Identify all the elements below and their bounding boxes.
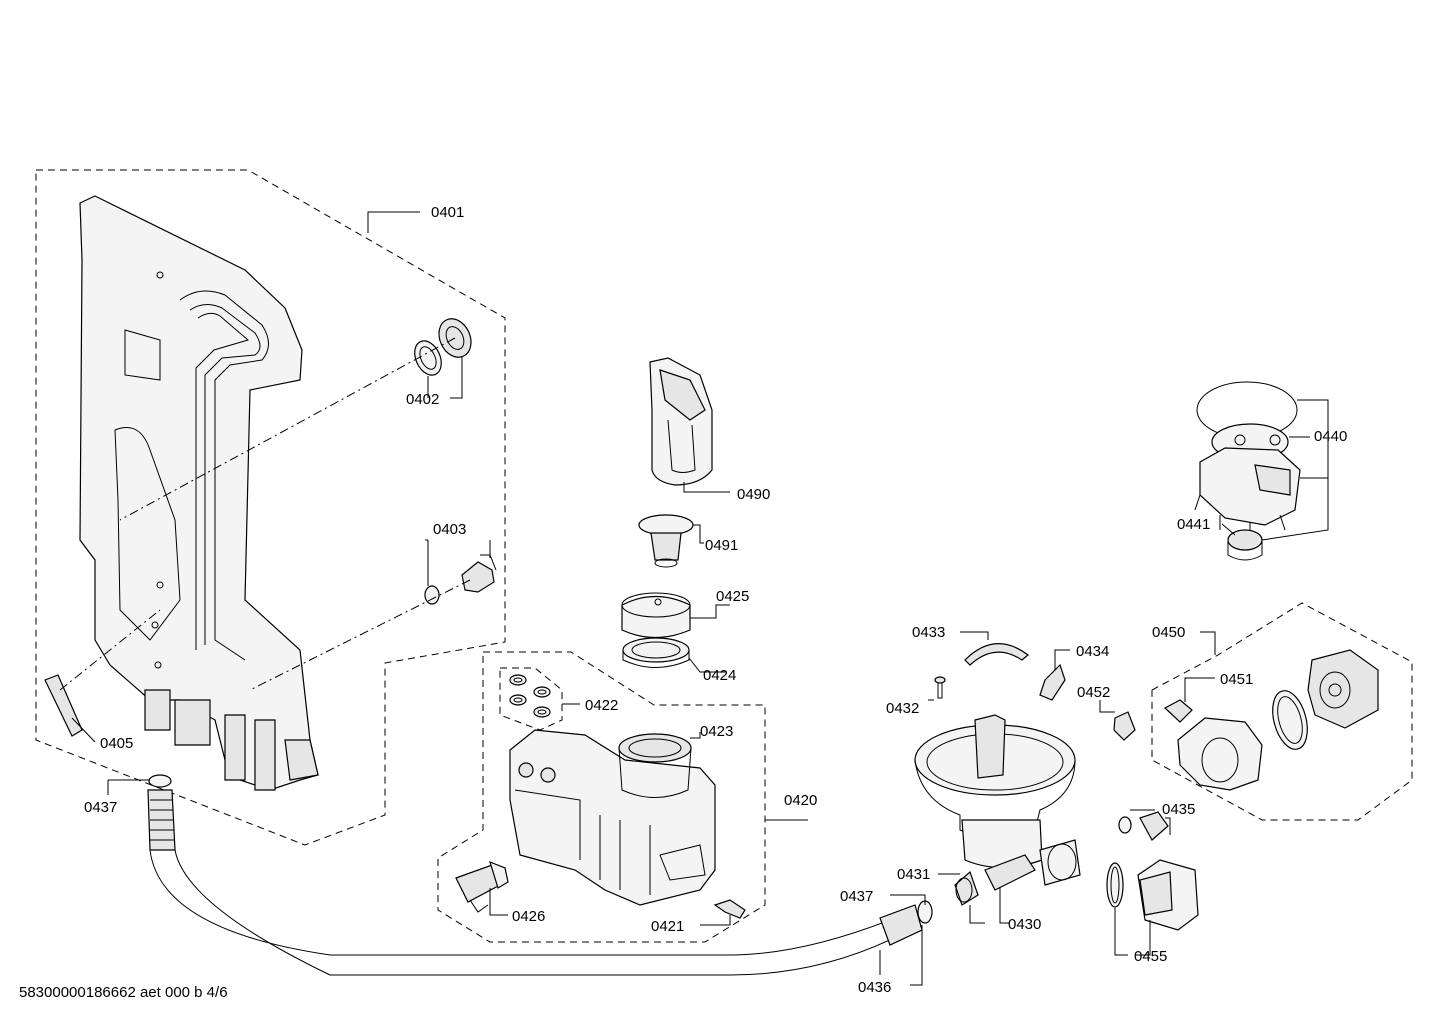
label-0452: 0452 <box>1077 684 1110 701</box>
label-0451: 0451 <box>1220 671 1253 688</box>
label-0422: 0422 <box>585 697 618 714</box>
sensor-part <box>424 554 497 605</box>
drawing-reference-footer: 58300000186662 aet 000 b 4/6 <box>19 984 228 1001</box>
screw-part <box>934 676 946 699</box>
leader-0436 <box>879 925 923 986</box>
label-0436: 0436 <box>858 979 891 996</box>
valve-0435-part <box>1118 811 1169 841</box>
leader-0403 <box>425 539 491 586</box>
label-0431: 0431 <box>897 866 930 883</box>
heater-part <box>1194 381 1301 561</box>
label-0402: 0402 <box>406 391 439 408</box>
label-0432: 0432 <box>886 700 919 717</box>
leader-0430 <box>999 888 1010 924</box>
leader-0455 <box>1114 908 1151 956</box>
circulation-pump-part <box>1177 649 1379 791</box>
label-0490: 0490 <box>737 486 770 503</box>
leader-0452 <box>1099 700 1115 713</box>
leader-0425 <box>690 604 730 619</box>
seal-ring-part <box>414 318 472 376</box>
leader-0401 <box>367 211 420 233</box>
label-0434: 0434 <box>1076 643 1109 660</box>
label-0437b: 0437 <box>840 888 873 905</box>
label-0440: 0440 <box>1314 428 1347 445</box>
leader-0437b <box>890 894 926 905</box>
seal-set-part <box>509 674 551 718</box>
leader-0433 <box>960 631 989 640</box>
label-0441: 0441 <box>1177 516 1210 533</box>
leader-0491 <box>693 524 704 544</box>
valve-part <box>455 860 509 913</box>
water-softener-part <box>509 729 716 906</box>
group-0420-outline <box>437 651 766 943</box>
leader-0423 <box>690 732 701 739</box>
label-0424: 0424 <box>703 667 736 684</box>
drain-hose-part <box>147 774 933 976</box>
label-0437a: 0437 <box>84 799 117 816</box>
label-0426: 0426 <box>512 908 545 925</box>
label-0430: 0430 <box>1008 916 1041 933</box>
group-0401-outline <box>35 169 506 846</box>
label-0401: 0401 <box>431 204 464 221</box>
leader-0421 <box>700 915 731 926</box>
nut-part <box>954 870 979 906</box>
leader-0490 <box>683 482 730 493</box>
clip-0452-part <box>1113 711 1136 741</box>
leader-0426 <box>489 888 508 916</box>
label-0450: 0450 <box>1152 624 1185 641</box>
leader-0431 <box>938 873 985 924</box>
ring-part <box>622 637 690 668</box>
arc-seal-part <box>964 643 1029 666</box>
bracket-part <box>44 674 83 737</box>
leader-0441 <box>1221 523 1236 536</box>
base-plate-part <box>79 195 319 791</box>
label-0405: 0405 <box>100 735 133 752</box>
cone-part <box>638 514 694 568</box>
latch-part <box>1039 663 1066 701</box>
clamp-part <box>1163 699 1193 723</box>
leader-0405 <box>71 717 96 743</box>
label-0491: 0491 <box>705 537 738 554</box>
clip-part <box>713 899 746 919</box>
dash-axis-0405 <box>59 609 161 691</box>
funnel-part <box>649 357 713 486</box>
leader-0435 <box>1130 809 1171 835</box>
sump-part <box>914 714 1081 891</box>
leader-0402 <box>427 356 463 399</box>
group-0422-outline <box>499 667 563 731</box>
label-0455: 0455 <box>1134 948 1167 965</box>
label-0403: 0403 <box>433 521 466 538</box>
dash-axis-0402 <box>119 337 456 521</box>
label-0421: 0421 <box>651 918 684 935</box>
leader-0434 <box>1054 649 1070 670</box>
label-0433: 0433 <box>912 624 945 641</box>
cap-part <box>621 592 691 639</box>
leader-0440 <box>1261 399 1329 541</box>
label-0425: 0425 <box>716 588 749 605</box>
leader-0451 <box>1184 677 1215 702</box>
drain-pump-part <box>1106 859 1199 931</box>
group-0450-outline <box>1151 602 1413 821</box>
label-0420: 0420 <box>784 792 817 809</box>
label-0435: 0435 <box>1162 801 1195 818</box>
dash-axis-0403 <box>249 579 471 691</box>
label-0423: 0423 <box>700 723 733 740</box>
leader-0424 <box>688 657 726 673</box>
leader-0450 <box>1200 631 1216 655</box>
